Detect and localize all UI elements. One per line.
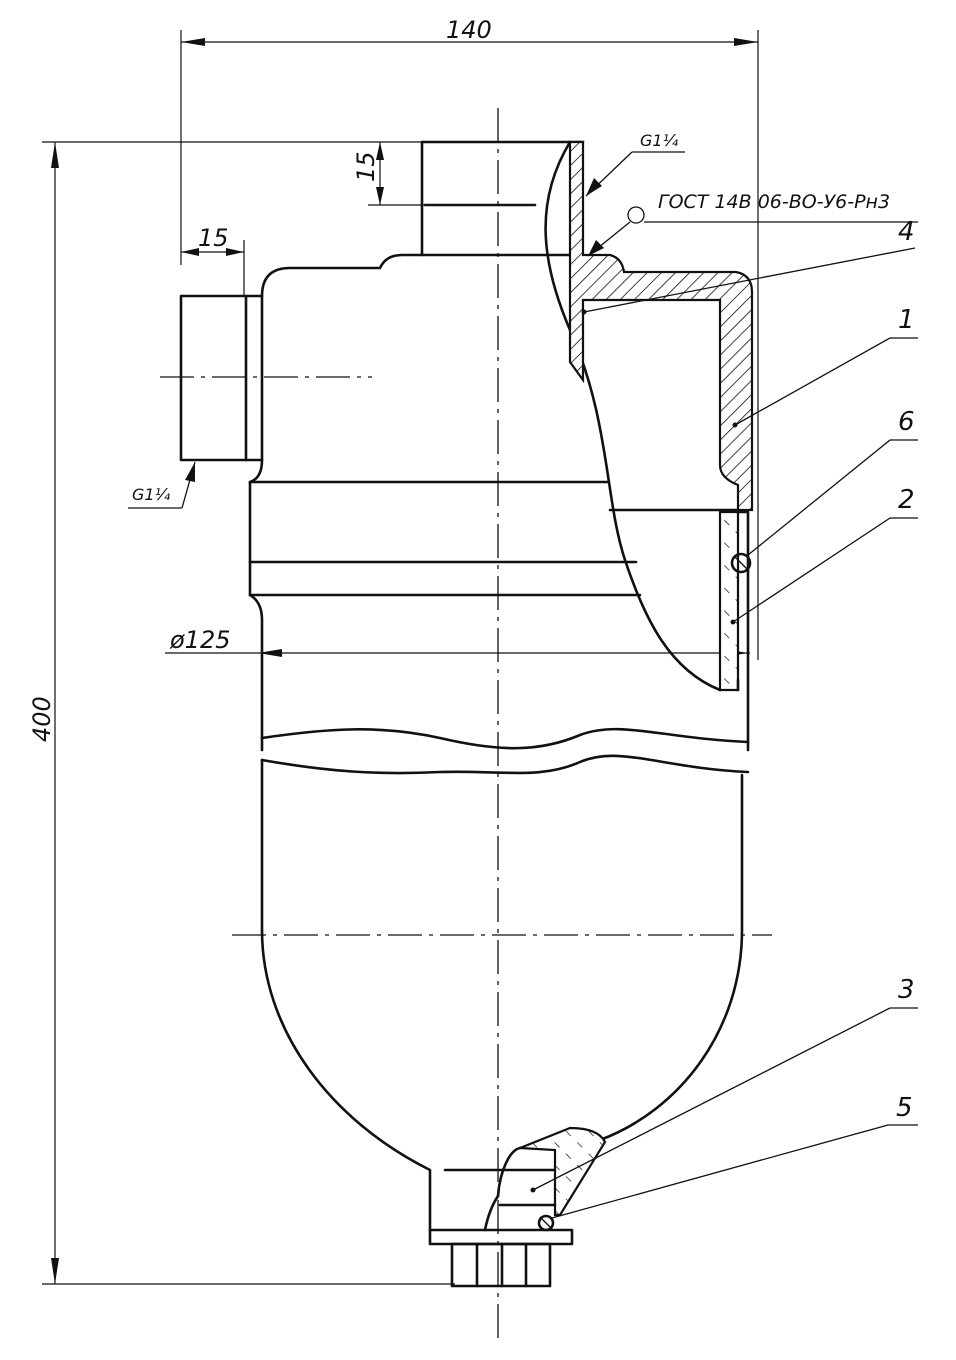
- leader-4: 4: [581, 217, 916, 315]
- standard-callout: ГОСТ 14В 06-ВО-У6-Рн3: [587, 191, 918, 257]
- dimension-overall-height: 400: [28, 141, 580, 1285]
- leader-2: 2: [730, 485, 918, 625]
- filter-head: [248, 253, 642, 752]
- leader-5: 5: [551, 1093, 918, 1219]
- part-label-2: 2: [898, 485, 915, 515]
- part-label-5: 5: [896, 1093, 913, 1123]
- part-label-3: 3: [898, 975, 915, 1005]
- side-port: [179, 294, 264, 462]
- leader-3: 3: [530, 975, 918, 1193]
- part-label-1: 1: [898, 305, 915, 335]
- top-port: [420, 140, 585, 257]
- dimension-140-label: 140: [446, 16, 492, 44]
- top-thread-callout: G1¼: [585, 131, 685, 197]
- dimension-400-label: 400: [28, 696, 56, 742]
- bowl-wall-section: [718, 510, 750, 752]
- top-thread-label: G1¼: [640, 131, 679, 150]
- standard-note: ГОСТ 14В 06-ВО-У6-Рн3: [658, 191, 890, 213]
- part-label-6: 6: [898, 407, 915, 437]
- filter-bowl: [260, 758, 744, 1232]
- section-break-curve: [544, 140, 722, 692]
- dimension-15-side-label: 15: [198, 224, 229, 252]
- break-line-lower: [260, 754, 750, 775]
- o-ring-6: [730, 552, 752, 574]
- break-line-upper: [260, 727, 750, 750]
- leader-1: 1: [732, 305, 918, 428]
- housing-section: [568, 140, 754, 512]
- side-thread-label: G1¼: [132, 485, 171, 504]
- diameter-label: ø125: [169, 626, 231, 654]
- dimension-overall-width: 140: [180, 16, 759, 660]
- dimension-side-thread: 15: [181, 224, 245, 296]
- side-thread-callout: G1¼: [128, 461, 196, 509]
- dimension-top-thread: 15: [352, 142, 425, 206]
- leader-6: 6: [747, 407, 918, 556]
- drain-assembly: [428, 1126, 607, 1288]
- dimension-15-top-label: 15: [352, 151, 380, 182]
- part-label-4: 4: [898, 217, 915, 247]
